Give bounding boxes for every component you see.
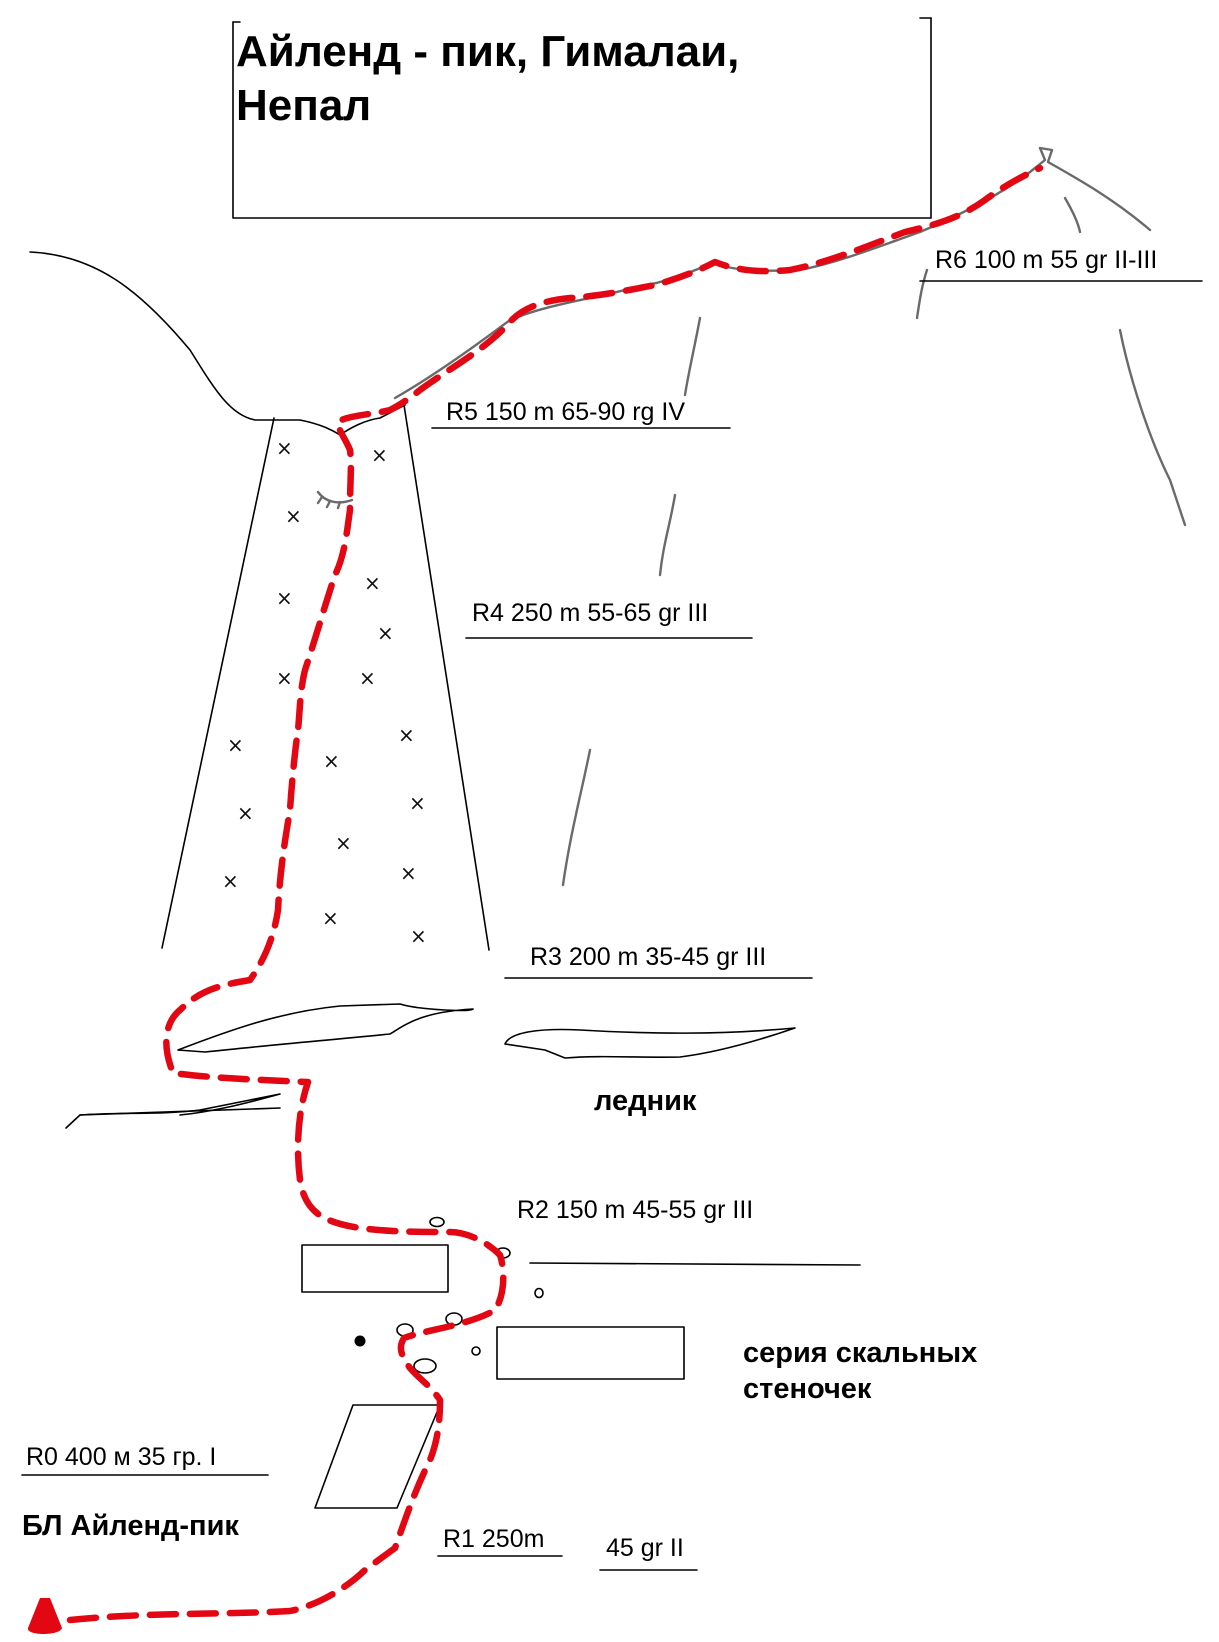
svg-text:×: × bbox=[323, 749, 340, 773]
title-line-1: Айленд - пик, Гималаи, bbox=[236, 27, 739, 76]
title-box: Айленд - пик, Гималаи, Непал bbox=[232, 17, 932, 219]
label-r1a-text: R1 250m bbox=[443, 1525, 544, 1553]
svg-text:×: × bbox=[359, 666, 376, 690]
label-r3: R3 200 m 35-45 gr III bbox=[504, 943, 813, 979]
svg-text:×: × bbox=[364, 571, 381, 595]
title-line-2: Непал bbox=[236, 81, 371, 130]
glacier-label: ледник bbox=[594, 1085, 697, 1117]
face-line-2 bbox=[658, 493, 677, 577]
red-triangle-icon bbox=[27, 1598, 63, 1634]
ridge-outline-left bbox=[29, 251, 406, 436]
boulders bbox=[354, 1216, 544, 1374]
label-r0-text: R0 400 м 35 гр. I bbox=[26, 1443, 216, 1471]
svg-text:×: × bbox=[222, 869, 239, 893]
label-r5-text: R5 150 m 65-90 rg IV bbox=[446, 398, 685, 426]
label-r4-text: R4 250 m 55-65 gr III bbox=[472, 599, 708, 627]
svg-text:×: × bbox=[276, 666, 293, 690]
label-r6-text: R6 100 m 55 gr II-III bbox=[935, 246, 1157, 274]
svg-text:×: × bbox=[400, 861, 417, 885]
svg-text:×: × bbox=[237, 801, 254, 825]
label-r6: R6 100 m 55 gr II-III bbox=[919, 246, 1203, 282]
svg-text:×: × bbox=[285, 504, 302, 528]
label-r3-text: R3 200 m 35-45 gr III bbox=[530, 943, 766, 971]
glacier-edge bbox=[79, 1107, 281, 1116]
face-line-3 bbox=[561, 748, 592, 887]
svg-text:×: × bbox=[335, 831, 352, 855]
couloir-left-edge bbox=[161, 417, 275, 949]
svg-text:×: × bbox=[410, 924, 427, 948]
svg-text:×: × bbox=[322, 906, 339, 930]
ridge-spur-1 bbox=[1063, 196, 1082, 234]
climbing-route bbox=[66, 164, 1044, 1624]
label-r0: R0 400 м 35 гр. I bbox=[21, 1443, 269, 1476]
base-camp-label: БЛ Айленд-пик bbox=[22, 1510, 239, 1542]
rock-wall-2 bbox=[496, 1326, 685, 1380]
svg-text:×: × bbox=[276, 436, 293, 460]
snow-marks: ×× × ×× × ×× ××× ×× × ×× ×× bbox=[222, 436, 427, 948]
svg-text:×: × bbox=[377, 621, 394, 645]
svg-text:×: × bbox=[398, 723, 415, 747]
label-r4: R4 250 m 55-65 gr III bbox=[465, 599, 753, 639]
svg-text:×: × bbox=[227, 733, 244, 757]
rock-slab bbox=[314, 1404, 441, 1509]
rock-wall-1 bbox=[301, 1244, 449, 1293]
svg-text:×: × bbox=[276, 586, 293, 610]
face-line-1 bbox=[683, 316, 702, 397]
label-r1: R1 250m 45 gr II bbox=[437, 1525, 698, 1571]
label-r2: R2 150 m 45-55 gr III bbox=[517, 1196, 861, 1266]
glacier-shape-1 bbox=[177, 1003, 474, 1053]
rock-walls-label-2: стеночек bbox=[743, 1373, 872, 1405]
glacier-shape-2 bbox=[504, 1027, 796, 1059]
ridge-spur-2 bbox=[915, 268, 929, 320]
ridge-spur-3 bbox=[1118, 328, 1187, 527]
label-r5: R5 150 m 65-90 rg IV bbox=[431, 398, 731, 429]
svg-text:×: × bbox=[409, 791, 426, 815]
rock-walls-label-1: серия скальных bbox=[743, 1337, 977, 1369]
label-r2-text: R2 150 m 45-55 gr III bbox=[517, 1196, 753, 1224]
couloir-right-edge bbox=[403, 404, 490, 951]
cornice-mark bbox=[316, 490, 354, 510]
svg-text:×: × bbox=[371, 443, 388, 467]
label-r1b-text: 45 gr II bbox=[606, 1534, 684, 1562]
